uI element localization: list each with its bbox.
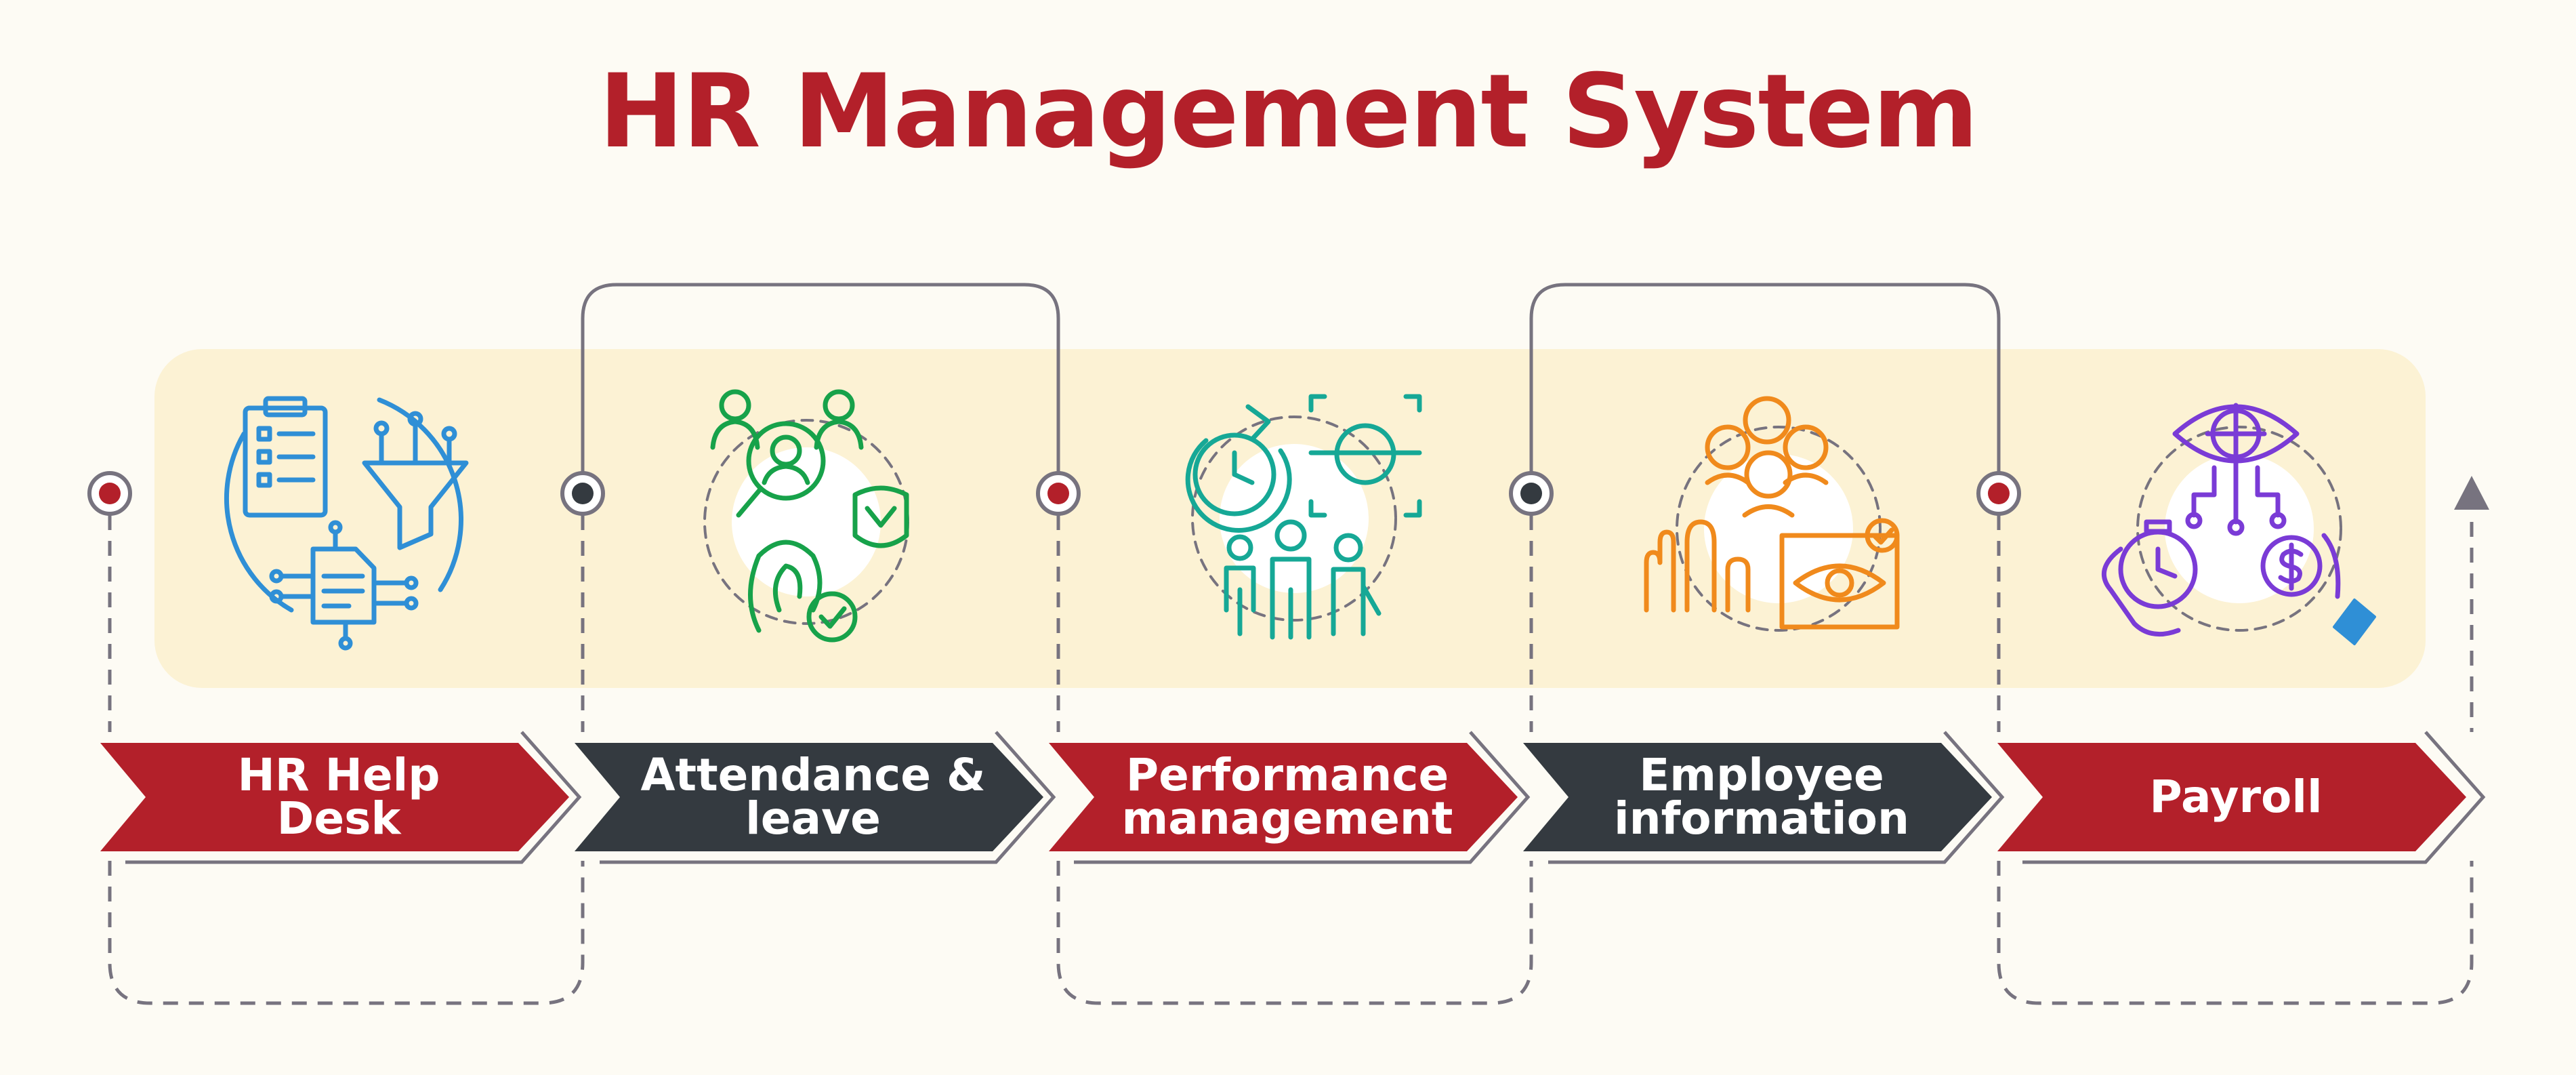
attendance-leave-icon — [703, 389, 909, 643]
node-1 — [87, 471, 132, 516]
chevron-step-5 — [1997, 743, 2466, 851]
step-label-performance-management: Performance management — [1121, 749, 1453, 845]
end-arrow-icon — [2454, 476, 2489, 510]
chevron-step-3 — [1049, 743, 1518, 851]
chevron-outline-4 — [1548, 731, 2005, 864]
hr-helpdesk-icon — [224, 396, 469, 651]
node-2 — [560, 471, 605, 516]
step-label-employee-information: Employee information — [1613, 749, 1910, 845]
connector-loop-bottom-3 — [1997, 861, 2474, 1005]
step-label-hr-help-desk: HR Help Desk — [237, 749, 440, 845]
connector-loop-bottom-2 — [1056, 861, 1533, 1005]
performance-management-icon — [1185, 394, 1422, 640]
chevron-step-2 — [575, 743, 1043, 851]
chevron-outline-5 — [2022, 731, 2486, 864]
node-3 — [1036, 471, 1081, 516]
step-label-attendance-leave: Attendance & leave — [640, 749, 986, 845]
step-label-payroll: Payroll — [2149, 771, 2323, 823]
chevron-step-1 — [100, 743, 569, 851]
connector-loop-top-2 — [1529, 283, 2001, 493]
connector-loop-top-1 — [581, 283, 1060, 493]
chevron-outline-3 — [1074, 731, 1531, 864]
chevron-outline-2 — [600, 731, 1056, 864]
connector-loop-bottom-1 — [108, 861, 585, 1005]
chevron-step-4 — [1523, 743, 1992, 851]
chevron-outline-1 — [125, 731, 582, 864]
payroll-icon — [2102, 403, 2376, 645]
employee-information-icon — [1644, 396, 1900, 632]
node-5 — [1976, 471, 2021, 516]
page-title: HR Management System — [598, 53, 1978, 171]
node-4 — [1509, 471, 1554, 516]
